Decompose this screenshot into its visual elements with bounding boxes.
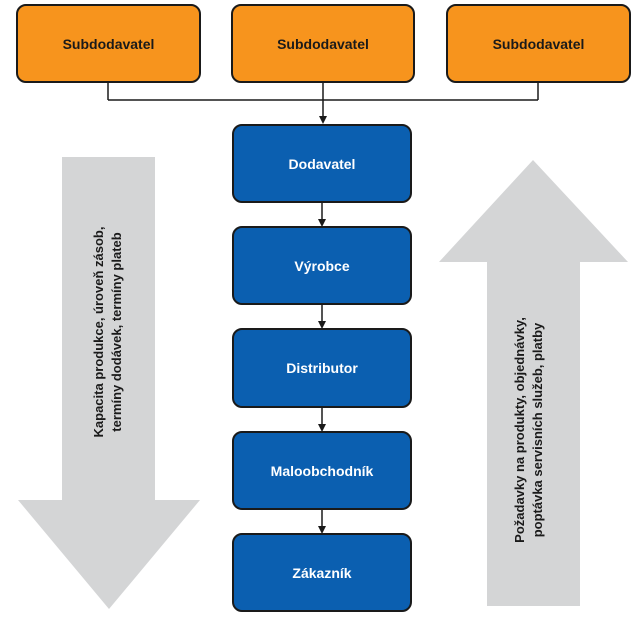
chain-label: Maloobchodník: [270, 462, 374, 479]
chain-box-dodavatel: Dodavatel: [232, 124, 412, 203]
supplier-box-3: Subdodavatel: [446, 4, 631, 83]
left-arrow-line-1: Kapacita produkce, úroveň zásob,: [91, 226, 106, 438]
chain-label: Dodavatel: [288, 155, 356, 172]
left-arrow-caption: Kapacita produkce, úroveň zásob, termíny…: [86, 182, 130, 482]
left-down-arrow: [18, 157, 200, 609]
left-arrow-line-2: termíny dodávek, termíny plateb: [109, 232, 124, 432]
chain-label: Zákazník: [292, 564, 352, 581]
chain-label: Výrobce: [294, 257, 350, 274]
supplier-label: Subdodavatel: [277, 35, 369, 52]
supplier-label: Subdodavatel: [62, 35, 155, 52]
supplier-connectors: [107, 83, 539, 124]
right-arrow-line-1: Požadavky na produkty, objednávky,: [512, 317, 527, 543]
chain-box-vyrobce: Výrobce: [232, 226, 412, 305]
chain-box-distributor: Distributor: [232, 328, 412, 408]
supplier-box-1: Subdodavatel: [16, 4, 201, 83]
right-up-arrow: [439, 160, 628, 606]
chain-label: Distributor: [286, 360, 358, 376]
supplier-box-2: Subdodavatel: [231, 4, 415, 83]
right-arrow-line-2: poptávka servisních služeb, platby: [530, 322, 545, 538]
chain-box-zakaznik: Zákazník: [232, 533, 412, 612]
chain-box-maloobchodnik: Maloobchodník: [232, 431, 412, 510]
right-arrow-caption: Požadavky na produkty, objednávky, poptá…: [507, 275, 551, 585]
supplier-label: Subdodavatel: [492, 35, 585, 52]
